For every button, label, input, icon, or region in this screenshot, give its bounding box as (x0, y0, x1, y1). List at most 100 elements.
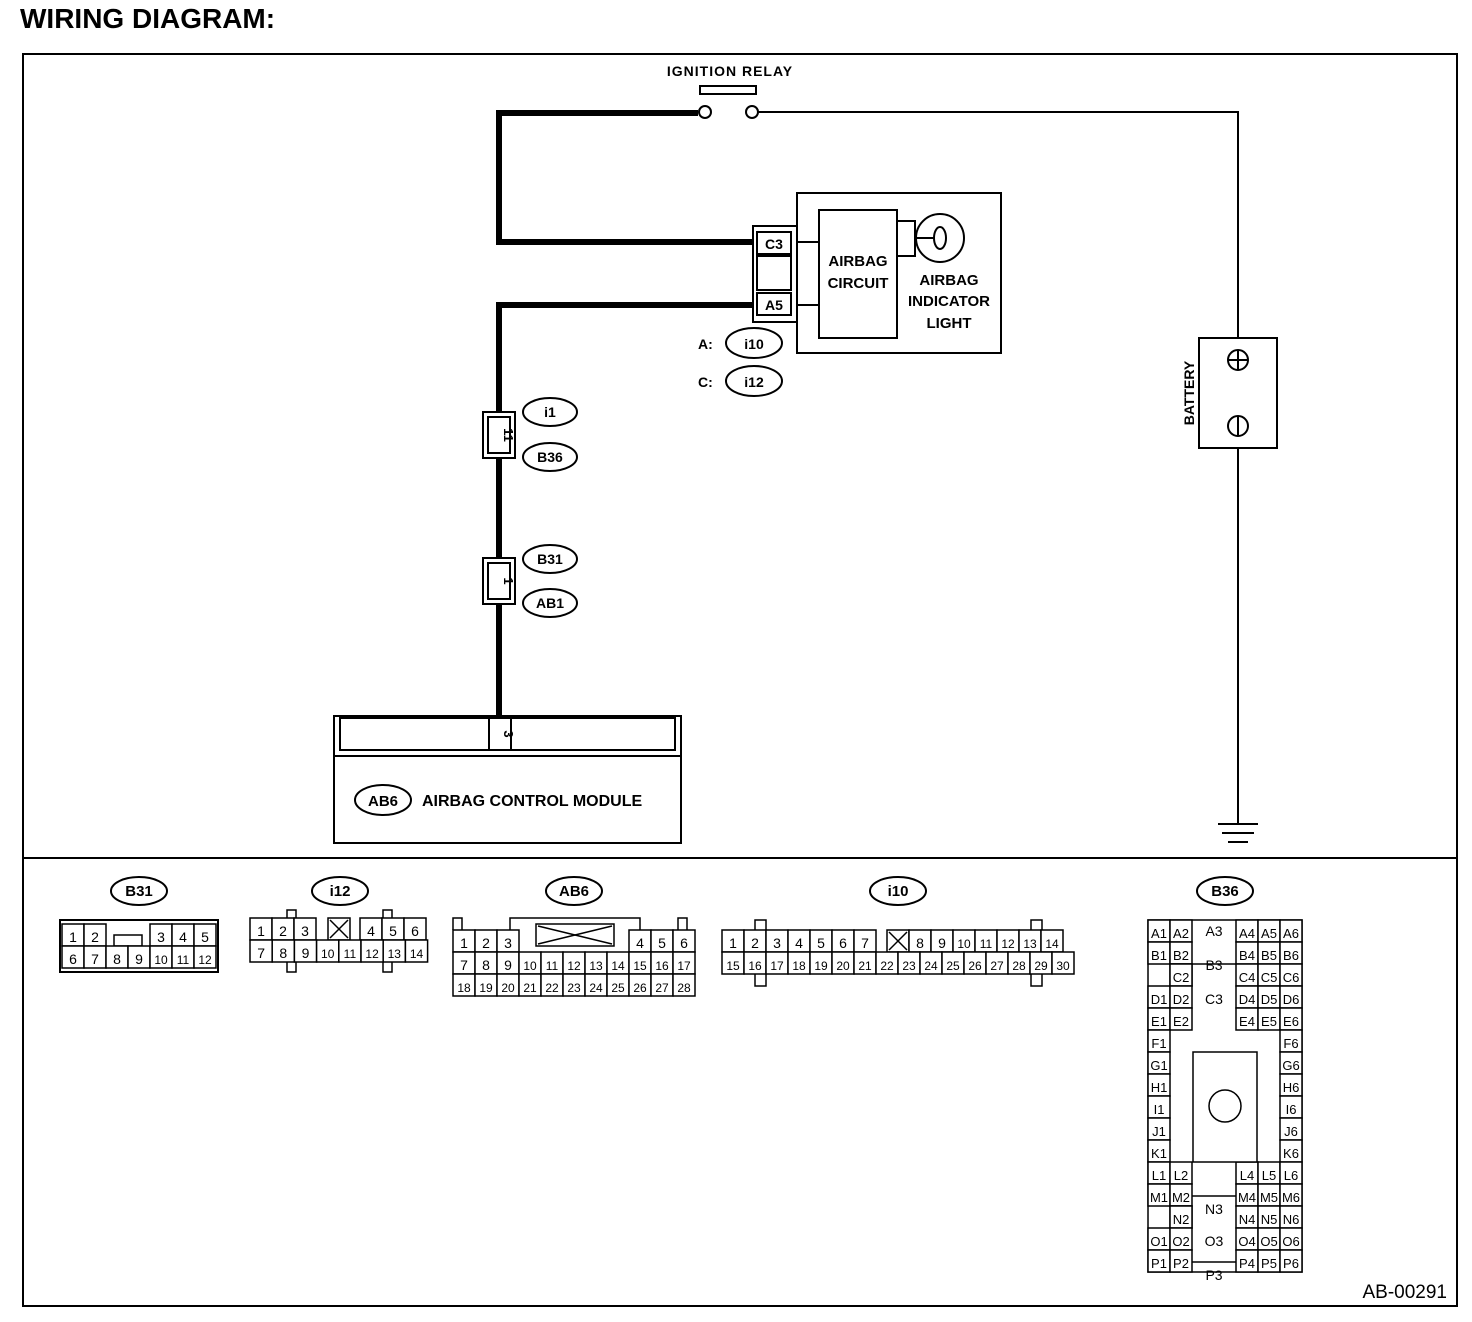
ab6-pin-11-label: 11 (546, 959, 559, 973)
i12-pin-13-label: 13 (388, 947, 402, 961)
i10-pin-9-label: 9 (938, 935, 946, 951)
i10-pin-29-label: 29 (1034, 959, 1048, 973)
b31-pin-12 (193, 945, 217, 969)
i10-pin-30 (1051, 951, 1075, 975)
relay-contact-bar (699, 85, 757, 95)
ab6-pin-5-label: 5 (658, 935, 666, 951)
b36-pin-N6-label: N6 (1283, 1212, 1300, 1227)
i10-pin-22-label: 22 (880, 959, 894, 973)
i12-pin-8-label: 8 (279, 945, 287, 961)
b36-pin-N4-label: N4 (1239, 1212, 1256, 1227)
b36-pin-J1-label: J1 (1152, 1124, 1166, 1139)
b36-pin-P4-label: P4 (1239, 1256, 1255, 1271)
ab6-pin-22-label: 22 (545, 981, 559, 995)
i12-pin-3-label: 3 (301, 923, 309, 939)
b36-pin-O2-label: O2 (1172, 1234, 1189, 1249)
b36-center-A3: A3 (1205, 923, 1222, 939)
b31-pin-10-label: 10 (154, 953, 168, 967)
b36-pin-O4-label: O4 (1238, 1234, 1255, 1249)
i10-pin-3-label: 3 (773, 935, 781, 951)
meter-pin-c3-cell (756, 231, 792, 255)
meter-oval-i12 (725, 365, 783, 397)
i10-pin-4-label: 4 (795, 935, 803, 951)
b36-pin-I1-label: I1 (1154, 1102, 1165, 1117)
b31-pin-6-label: 6 (69, 951, 77, 967)
i10-title: i10 (888, 883, 909, 900)
b31-pin-11-label: 11 (177, 953, 190, 967)
joint1-bottom-oval (522, 442, 578, 472)
ab6-pin-7-label: 7 (460, 957, 468, 973)
b36-pin-A1-label: A1 (1151, 926, 1167, 941)
i10-pin-10-label: 10 (957, 937, 971, 951)
joint2-top-label: B31 (537, 551, 563, 567)
i12-pin-7-label: 7 (257, 945, 265, 961)
ab6-pin-28-label: 28 (677, 981, 691, 995)
ab6-pin-4-label: 4 (636, 935, 644, 951)
i10-key-x2 (888, 931, 908, 951)
i12-oval (311, 876, 369, 906)
i10-pin-24-label: 24 (924, 959, 938, 973)
b36-pin-E1-label: E1 (1151, 1014, 1167, 1029)
ab6-key-x2 (537, 925, 613, 945)
meter-pin-c3: C3 (765, 236, 783, 252)
i12-pin-1-label: 1 (257, 923, 265, 939)
ab6-pin-28 (672, 973, 696, 997)
ab6-pin-6-label: 6 (680, 935, 688, 951)
ab6-pin-18-label: 18 (457, 981, 471, 995)
i10-pin-27-label: 27 (990, 959, 1004, 973)
module-pin: 3 (501, 730, 516, 737)
b36-pin-C4-label: C4 (1239, 970, 1256, 985)
ab6-pin-15-label: 15 (633, 959, 647, 973)
ab6-pin-19-label: 19 (479, 981, 493, 995)
b36-pin-C6-label: C6 (1283, 970, 1300, 985)
b36-pin-D4-label: D4 (1239, 992, 1256, 1007)
diagram-frame (22, 53, 1458, 1307)
ab6-tab-left (452, 917, 463, 930)
meter-pin-a5: A5 (765, 297, 783, 313)
b36-pin-P2 (1169, 1249, 1193, 1273)
meter-pin-mid-cell (756, 255, 792, 291)
i10-pin-13-label: 13 (1023, 937, 1037, 951)
i10-pin-16-label: 16 (748, 959, 762, 973)
b36-pin-P6 (1279, 1249, 1303, 1273)
b31-title: B31 (125, 883, 153, 900)
joint2-top-oval (522, 544, 578, 574)
relay-terminal-right (745, 105, 759, 119)
b36-pin-D1-label: D1 (1151, 992, 1168, 1007)
i10-pin-2-label: 2 (751, 935, 759, 951)
page-title: WIRING DIAGRAM: (20, 3, 275, 34)
i10-pin-5-label: 5 (817, 935, 825, 951)
ab6-pin-2-label: 2 (482, 935, 490, 951)
b36-pin-L1-label: L1 (1152, 1168, 1166, 1183)
b36-pin-N2-label: N2 (1173, 1212, 1190, 1227)
b36-pin-B4-label: B4 (1239, 948, 1255, 963)
b36-mount-hole (1208, 1089, 1242, 1123)
airbag-circuit-line1: AIRBAG (828, 253, 887, 270)
ignition-relay-label: IGNITION RELAY (667, 63, 793, 79)
i12-pin-14-label: 14 (410, 947, 424, 961)
i10-pin-7-label: 7 (861, 935, 869, 951)
airbag-circuit-box (818, 209, 898, 339)
b36-pin-D2-label: D2 (1173, 992, 1190, 1007)
b36-pin-P1-label: P1 (1151, 1256, 1167, 1271)
b31-pin-12-label: 12 (198, 953, 212, 967)
i12-pin-9-label: 9 (302, 945, 310, 961)
joint1-top-oval (522, 397, 578, 427)
b36-pin-P6-label: P6 (1283, 1256, 1299, 1271)
ab6-pin-12-label: 12 (567, 959, 581, 973)
b31-oval (110, 876, 168, 906)
b31-pin-4-label: 4 (179, 929, 187, 945)
joint1-top-label: i1 (544, 404, 556, 420)
i10-pin-17-label: 17 (770, 959, 784, 973)
b36-pin-L4-label: L4 (1240, 1168, 1254, 1183)
i10-pin-25-label: 25 (946, 959, 960, 973)
ab6-pin-26-label: 26 (633, 981, 647, 995)
b36-title: B36 (1211, 883, 1239, 900)
b36-pin-A5-label: A5 (1261, 926, 1277, 941)
b36-pin-N5-label: N5 (1261, 1212, 1278, 1227)
joint2-bottom-label: AB1 (536, 595, 564, 611)
joint1-inner (487, 416, 511, 454)
b36-pin-E2 (1169, 1007, 1193, 1031)
